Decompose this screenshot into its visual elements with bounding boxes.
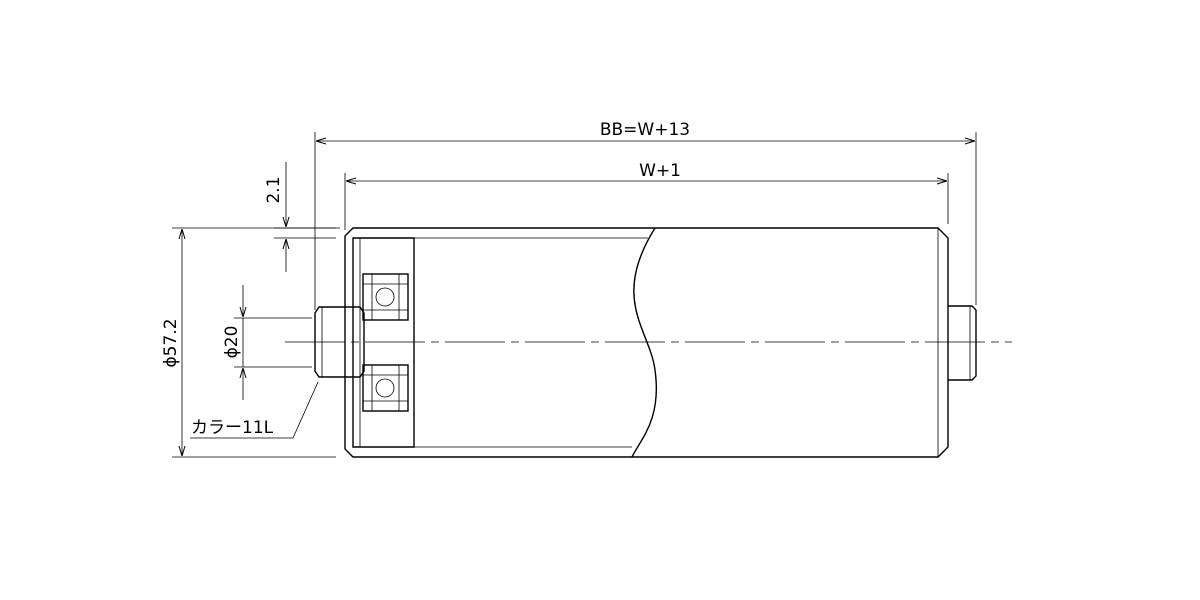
- bearing-lower: [362, 364, 409, 412]
- dim-overall-length: BB=W+13: [314, 120, 977, 310]
- label-overall-length: BB=W+13: [600, 120, 690, 140]
- dim-shaft-diameter: ϕ20: [222, 285, 312, 400]
- label-tube-length: W+1: [639, 161, 681, 181]
- break-line: [631, 227, 657, 458]
- leader-collar: カラー11L: [190, 381, 319, 439]
- dim-tube-length: W+1: [344, 161, 949, 230]
- label-collar: カラー11L: [191, 418, 274, 438]
- bearing-upper: [362, 273, 409, 321]
- dim-wall-thickness: 2.1: [264, 162, 336, 272]
- label-shaft-diameter: ϕ20: [222, 326, 242, 359]
- dim-tube-diameter: ϕ57.2: [161, 227, 340, 458]
- shaft-stub: [948, 305, 977, 381]
- label-tube-diameter: ϕ57.2: [161, 318, 181, 367]
- label-wall-thickness: 2.1: [264, 176, 284, 203]
